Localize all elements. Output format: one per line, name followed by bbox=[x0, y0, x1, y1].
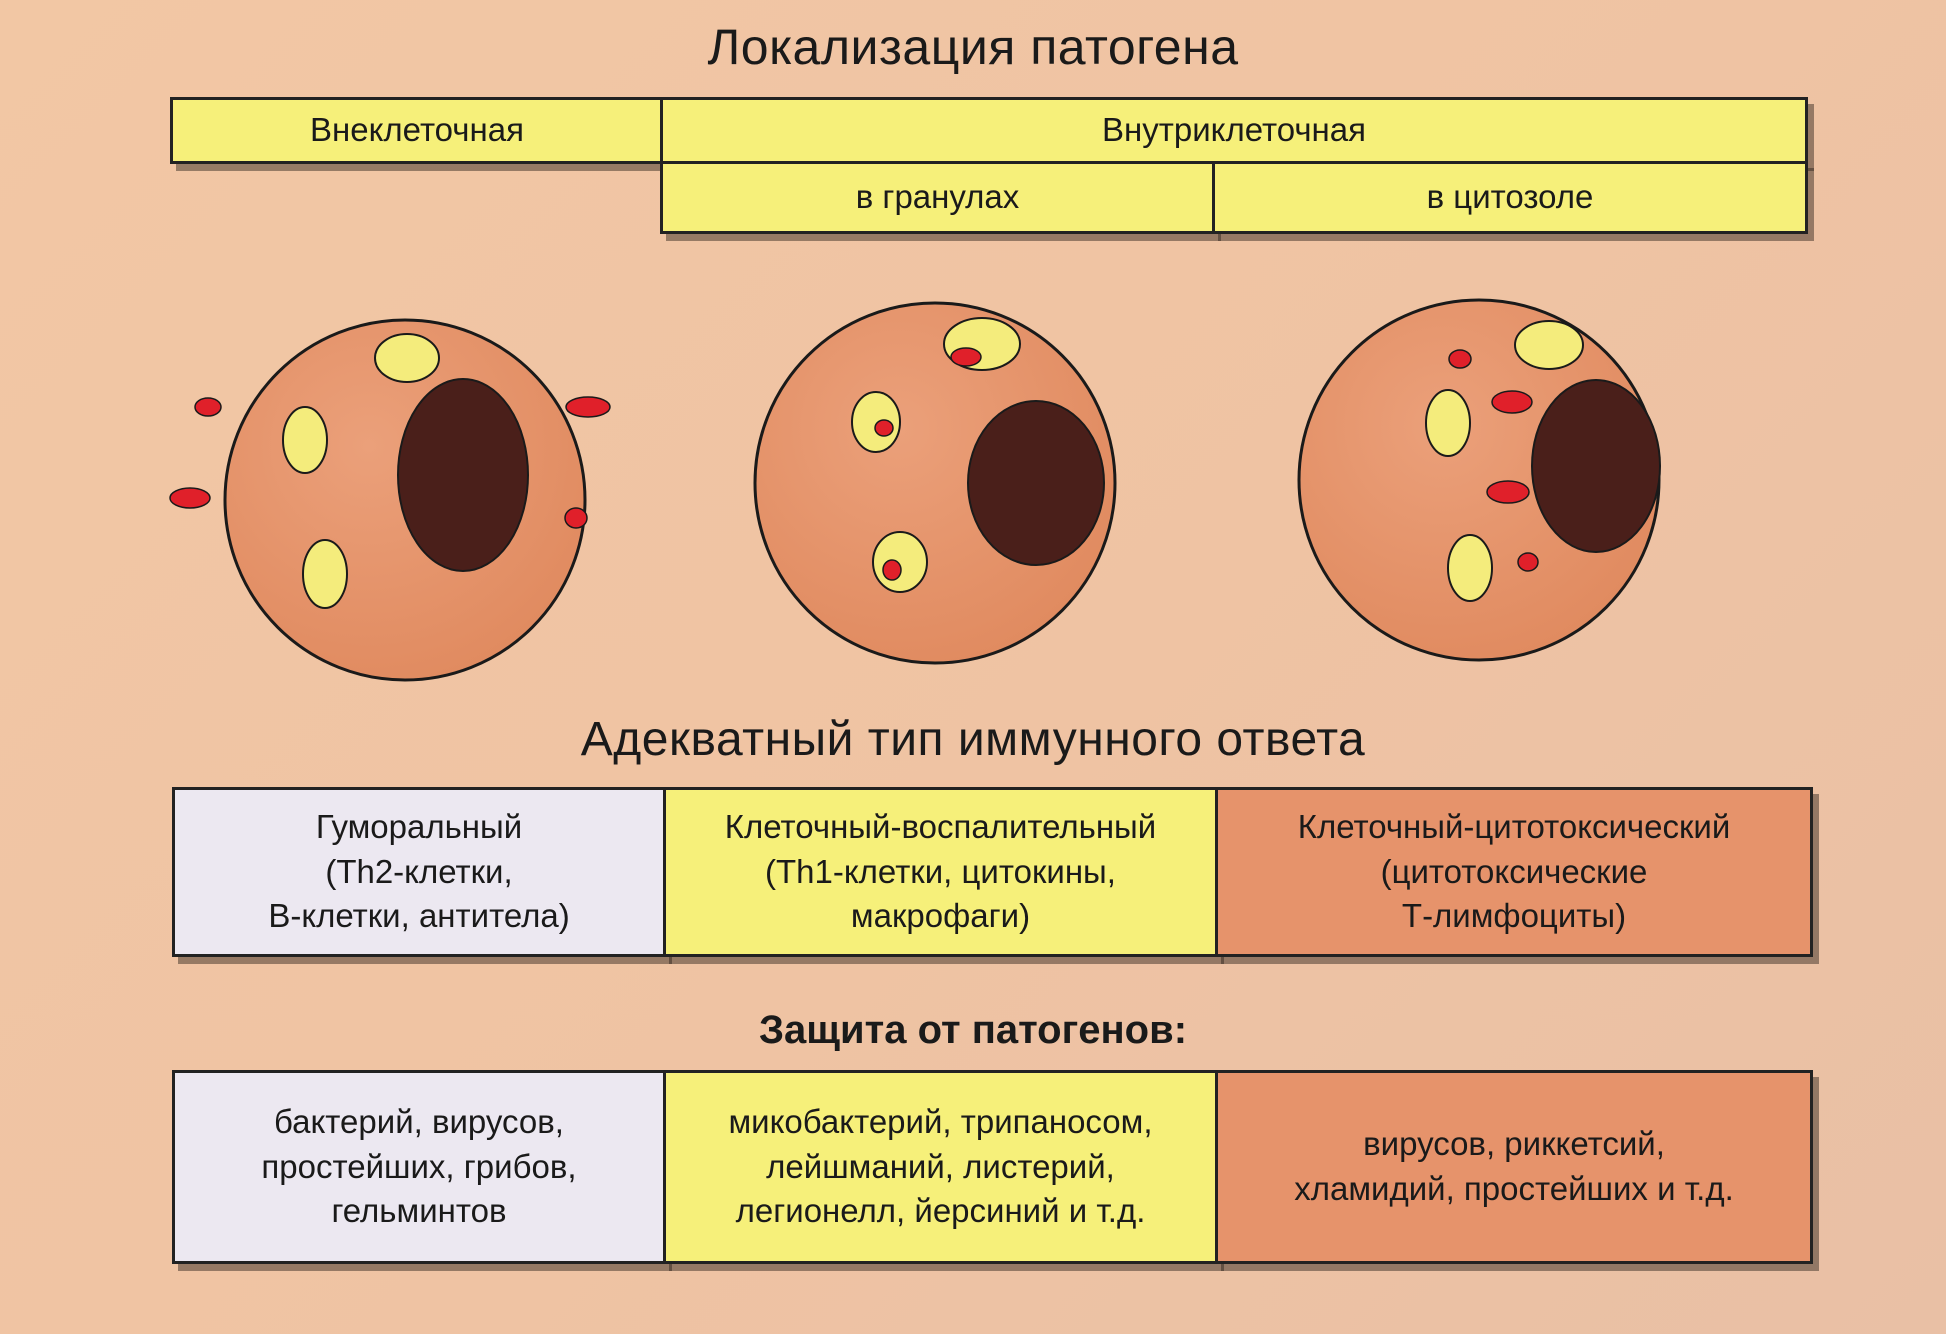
response-cytotoxic: Клеточный-цитотоксический (цитотоксическ… bbox=[1215, 787, 1813, 957]
pathogen bbox=[565, 396, 611, 418]
nucleus bbox=[1531, 379, 1661, 553]
granule bbox=[282, 406, 328, 474]
pathogen bbox=[950, 347, 982, 367]
pathogen bbox=[1491, 390, 1533, 414]
granule bbox=[1425, 389, 1471, 457]
nucleus bbox=[967, 400, 1105, 566]
protection-cytotoxic: вирусов, риккетсий, хламидий, простейших… bbox=[1215, 1070, 1813, 1264]
cell-membrane bbox=[753, 301, 1117, 665]
in-cytosol-label: в цитозоле bbox=[1212, 161, 1808, 234]
response-humoral: Гуморальный (Th2-клетки, B-клетки, антит… bbox=[172, 787, 666, 957]
cell-granules bbox=[753, 301, 1117, 665]
cell-extracellular bbox=[169, 318, 611, 682]
extracellular-label: Внеклеточная bbox=[170, 97, 664, 164]
protection-humoral: бактерий, вирусов, простейших, грибов, г… bbox=[172, 1070, 666, 1264]
granule bbox=[872, 531, 928, 593]
granule bbox=[374, 333, 440, 383]
pathogen bbox=[169, 487, 211, 509]
pathogen bbox=[882, 559, 902, 581]
response-inflammatory: Клеточный-воспалительный (Th1-клетки, ци… bbox=[663, 787, 1218, 957]
localization-title: Локализация патогена bbox=[707, 19, 1239, 75]
pathogen bbox=[194, 397, 222, 417]
in-granules-label: в гранулах bbox=[660, 161, 1215, 234]
pathogen bbox=[1486, 480, 1530, 504]
cell-cytosol bbox=[1297, 298, 1661, 662]
response-title: Адекватный тип иммунного ответа bbox=[580, 713, 1366, 766]
granule bbox=[851, 391, 901, 453]
pathogen bbox=[1517, 552, 1539, 572]
intracellular-label: Внутриклеточная bbox=[660, 97, 1808, 164]
granule bbox=[1447, 534, 1493, 602]
nucleus bbox=[397, 378, 529, 572]
pathogen bbox=[874, 419, 894, 437]
granule bbox=[302, 539, 348, 609]
protection-inflammatory: микобактерий, трипаносом, лейшманий, лис… bbox=[663, 1070, 1218, 1264]
pathogen bbox=[1448, 349, 1472, 369]
protection-title: Защита от патогенов: bbox=[758, 1008, 1188, 1052]
pathogen bbox=[564, 507, 588, 529]
granule bbox=[1514, 320, 1584, 370]
